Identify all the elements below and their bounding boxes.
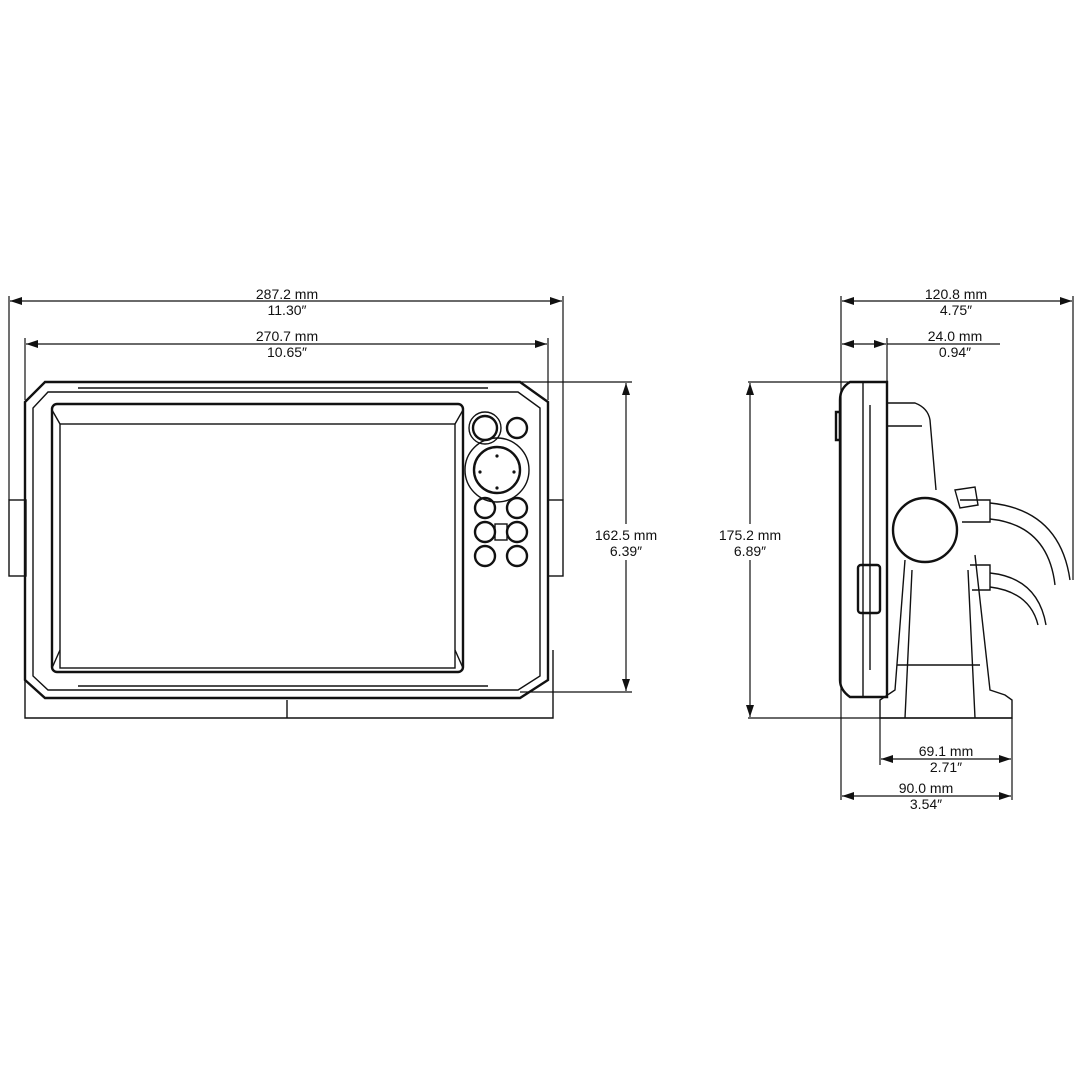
button-key	[505, 416, 529, 440]
dimension-bracket-base: 69.1 mm 2.71″	[879, 718, 1013, 800]
mount-bracket-side	[879, 486, 1013, 719]
dim-label-mm: 69.1 mm	[919, 743, 973, 759]
dim-label-mm: 270.7 mm	[256, 328, 318, 344]
keypad	[464, 411, 530, 568]
dim-label-in: 0.94″	[939, 344, 971, 360]
dimension-unit-depth: 24.0 mm 0.94″	[842, 328, 1000, 384]
dim-label-mm: 175.2 mm	[719, 527, 781, 543]
dim-label-in: 6.89″	[734, 543, 766, 559]
dpad-icon	[472, 445, 522, 495]
button-key	[505, 520, 529, 544]
unit-body-side	[834, 380, 937, 699]
dim-label-mm: 287.2 mm	[256, 286, 318, 302]
dimension-base-to-front: 90.0 mm 3.54″	[842, 780, 1011, 812]
unit-body-front	[23, 380, 550, 700]
button-key	[473, 544, 497, 568]
dim-label-mm: 24.0 mm	[928, 328, 982, 344]
dimension-overall-width: 287.2 mm 11.30″	[8, 286, 564, 500]
display-screen	[50, 402, 465, 674]
dim-label-in: 3.54″	[910, 796, 942, 812]
dim-label-mm: 120.8 mm	[925, 286, 987, 302]
dimension-overall-depth: 120.8 mm 4.75″	[840, 286, 1074, 800]
button-key	[473, 520, 497, 544]
dimension-unit-width: 270.7 mm 10.65″	[24, 328, 549, 400]
dim-label-mm: 90.0 mm	[899, 780, 953, 796]
button-key	[505, 544, 529, 568]
tilt-knob	[891, 496, 959, 564]
dim-label-in: 4.75″	[940, 302, 972, 318]
dim-label-in: 11.30″	[268, 302, 307, 318]
dimension-unit-height: 162.5 mm 6.39″	[520, 381, 669, 693]
front-view: 287.2 mm 11.30″ 270.7 mm 10.65″ 162.5 mm…	[8, 286, 669, 719]
dimension-overall-height: 175.2 mm 6.89″	[708, 381, 1012, 719]
button-key	[471, 414, 499, 442]
button-key	[473, 496, 497, 520]
side-view: 120.8 mm 4.75″ 24.0 mm 0.94″ 175.2 mm 6.…	[708, 286, 1074, 812]
button-key	[505, 496, 529, 520]
dim-label-in: 2.71″	[930, 759, 962, 775]
dpad-bezel	[464, 437, 530, 503]
dim-label-in: 6.39″	[610, 543, 642, 559]
dim-label-mm: 162.5 mm	[595, 527, 657, 543]
cables	[989, 502, 1071, 626]
dim-label-in: 10.65″	[267, 344, 307, 360]
